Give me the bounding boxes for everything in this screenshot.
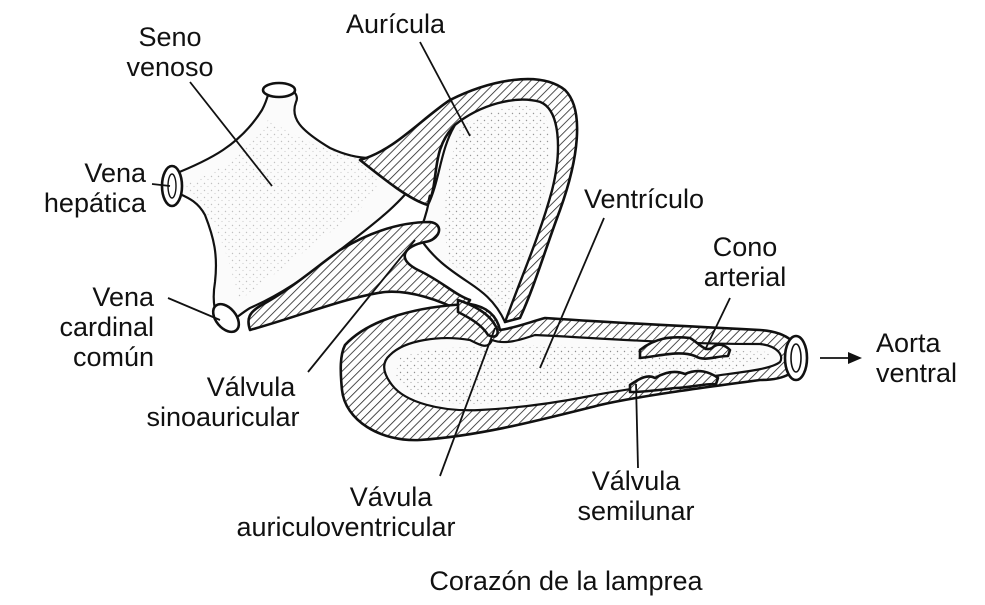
label-valvula-sinoauricular-line2: sinoauricular (146, 402, 300, 432)
semilunar-valve-upper (638, 336, 732, 360)
label-valvula-auriculoventricular: Vávula auriculoventricular (196, 482, 496, 542)
label-valvula-sinoauricular: Válvula sinoauricular (118, 372, 328, 432)
cardinal-vein-opening (211, 302, 241, 334)
aorta-opening-inner (790, 343, 802, 373)
label-vena-cardinal-line1: Vena (92, 282, 154, 312)
semilunar-valve-lower (628, 369, 720, 394)
label-valvula-av-line2: auriculoventricular (236, 512, 456, 542)
label-ventriculo-text: Ventrículo (584, 184, 705, 214)
label-vena-cardinal-line3: común (72, 342, 154, 372)
label-valvula-semilunar: Válvula semilunar (556, 466, 716, 526)
leader-ventriculo (539, 217, 605, 369)
label-vena-hepatica-line2: hepática (43, 188, 146, 218)
sinus-venosus-stipple (185, 120, 395, 300)
label-vena-cardinal-comun: Vena cardinal común (20, 282, 154, 372)
label-aorta-ventral: Aorta ventral (876, 328, 980, 388)
label-vena-hepatica: Vena hepática (22, 158, 146, 218)
figure-caption-text: Corazón de la lamprea (429, 566, 703, 596)
atrioventricular-valve (456, 298, 499, 338)
aorta-opening (783, 334, 809, 382)
label-cono-arterial: Cono arterial (690, 232, 800, 292)
label-valvula-av-line1: Vávula (349, 482, 433, 512)
leader-vena-cardinal (167, 297, 221, 321)
label-vena-cardinal-line2: cardinal (59, 312, 154, 342)
leader-vena-hepatica (151, 183, 171, 187)
label-ventriculo: Ventrículo (584, 184, 704, 214)
label-cono-arterial-line2: arterial (703, 262, 787, 292)
leader-valvula-auriculoventricular (439, 327, 496, 477)
leader-valvula-semilunar (635, 383, 639, 469)
sinus-top-opening (261, 81, 297, 99)
leader-seno-venoso (189, 81, 273, 187)
label-vena-hepatica-line1: Vena (84, 158, 146, 188)
atrium-stipple (444, 106, 551, 310)
arrowhead-aorta (848, 352, 862, 364)
label-aorta-ventral-line2: ventral (876, 358, 958, 388)
label-valvula-semilunar-line2: semilunar (577, 496, 695, 526)
label-seno-venoso: Seno venoso (110, 22, 230, 82)
label-valvula-sinoauricular-line1: Válvula (206, 372, 296, 402)
label-seno-venoso-line1: Seno (138, 22, 202, 52)
leader-auricula (419, 41, 471, 137)
figure-caption: Corazón de la lamprea (376, 566, 756, 596)
label-valvula-semilunar-line1: Válvula (591, 466, 681, 496)
label-cono-arterial-line1: Cono (712, 232, 778, 262)
leader-cono-arterial (704, 297, 731, 351)
label-seno-venoso-line2: venoso (126, 52, 214, 82)
leader-valvula-sinoauricular (307, 239, 416, 373)
label-aorta-ventral-line1: Aorta (876, 328, 941, 358)
label-auricula: Aurícula (346, 9, 445, 39)
label-auricula-text: Aurícula (346, 9, 446, 39)
ventricle-stipple (395, 345, 770, 404)
